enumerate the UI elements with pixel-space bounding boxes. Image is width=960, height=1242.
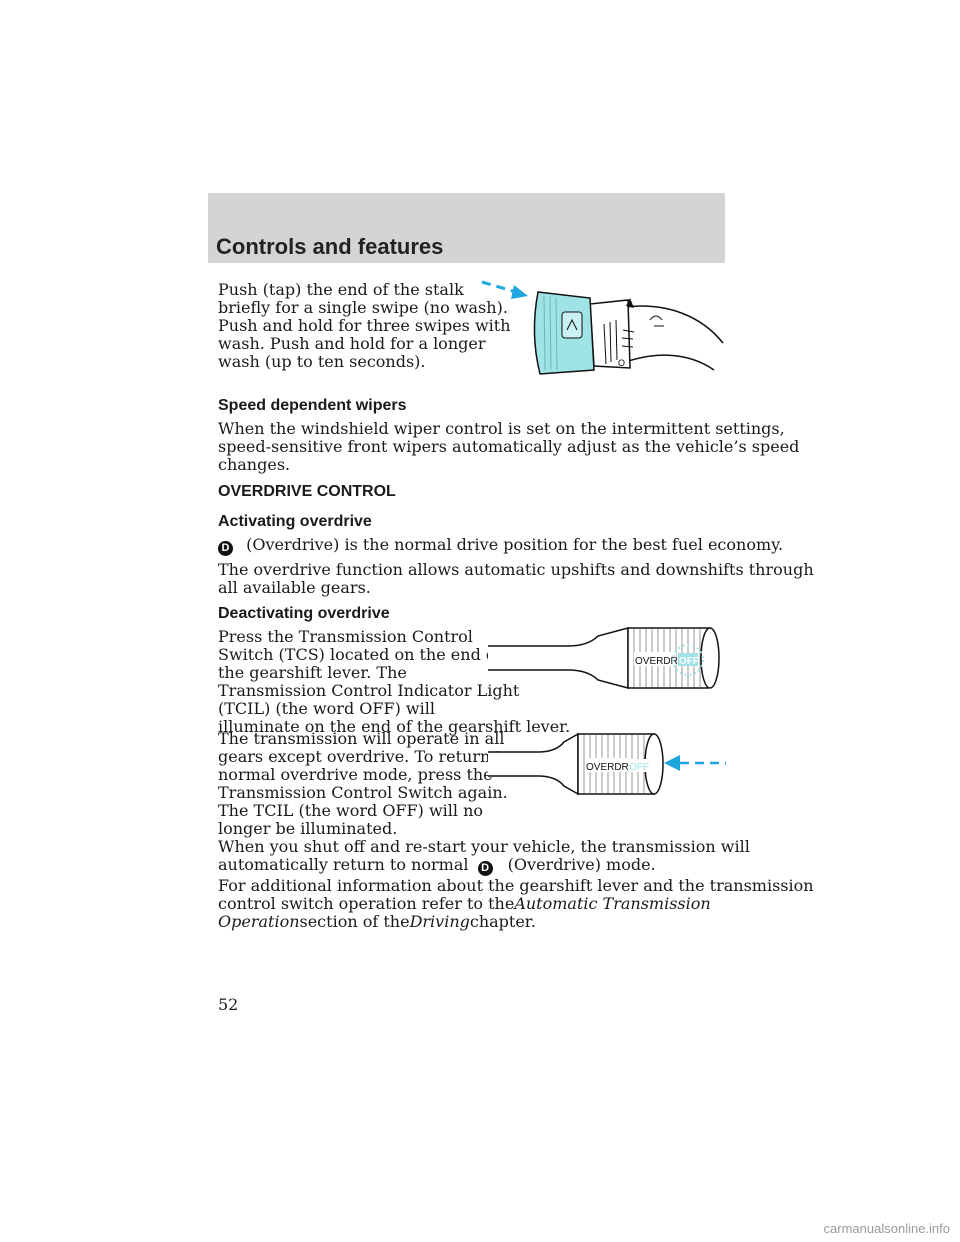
text-line: (Overdrive) is the normal drive position… [246, 535, 784, 554]
header-band [208, 193, 725, 263]
text-line: control switch operation refer to theAut… [218, 894, 711, 913]
text-line: changes. [218, 455, 291, 474]
text-line: Push and hold for three swipes with [218, 316, 511, 335]
footer-watermark: carmanualsonline.info [823, 1221, 950, 1236]
text-line: For additional information about the gea… [218, 876, 814, 895]
activating-overdrive-heading: Activating overdrive [218, 513, 372, 530]
reference-operation: Operation [218, 912, 300, 931]
overdrive-lever-label: OVERDRIVE [586, 762, 645, 773]
text-line: The transmission will operate in all [218, 729, 505, 748]
text-line: speed-sensitive front wipers automatical… [218, 437, 800, 456]
svg-text:O: O [618, 358, 625, 368]
page-number: 52 [218, 995, 239, 1014]
text-line: Transmission Control Switch again. [218, 783, 508, 802]
text-line: the gearshift lever. The [218, 663, 407, 682]
text-line: The overdrive function allows automatic … [218, 560, 814, 579]
text-line: automatically return to normal D (Overdr… [218, 855, 656, 876]
text-line: wash (up to ten seconds). [218, 352, 426, 371]
text-line: briefly for a single swipe (no wash). [218, 298, 508, 317]
off-indicator-lit: OFF [679, 656, 699, 667]
wiper-wash-paragraph: Push (tap) the end of the stalk briefly … [218, 281, 511, 371]
speed-wipers-heading: Speed dependent wipers [218, 397, 407, 414]
wiper-stalk-illustration: O [481, 280, 724, 375]
text-line: longer be illuminated. [218, 819, 398, 838]
text-line: Transmission Control Indicator Light [218, 681, 520, 700]
transmission-operate-paragraph: The transmission will operate in all gea… [218, 730, 511, 838]
speed-wipers-paragraph: When the windshield wiper control is set… [218, 420, 799, 474]
text-line: Push (tap) the end of the stalk [218, 280, 464, 299]
text-line: normal overdrive mode, press the [218, 765, 493, 784]
press-tcs-paragraph: Press the Transmission Control Switch (T… [218, 628, 570, 736]
text-line: wash. Push and hold for a longer [218, 334, 486, 353]
text-line: all available gears. [218, 578, 371, 597]
text-line: Press the Transmission Control [218, 627, 473, 646]
text-line: Operationsection of theDrivingchapter. [218, 912, 536, 931]
activating-overdrive-line: D (Overdrive) is the normal drive positi… [218, 536, 783, 556]
overdrive-control-heading: OVERDRIVE CONTROL [218, 483, 396, 500]
text-line: gears except overdrive. To return to [218, 747, 512, 766]
gearshift-lever-off-lit-illustration: OVERDRIVE OFF [488, 627, 720, 689]
overdrive-function-paragraph: The overdrive function allows automatic … [218, 561, 814, 597]
reference-driving: Driving [409, 912, 470, 931]
text-line: The TCIL (the word OFF) will no [218, 801, 484, 820]
overdrive-lever-label: OVERDRIVE [635, 656, 694, 667]
gearshift-lever-press-illustration: OVERDRIVE OFF [488, 732, 726, 796]
text-line: When the windshield wiper control is set… [218, 419, 785, 438]
overdrive-d-icon: D [477, 861, 493, 876]
text-line: Switch (TCS) located on the end of [218, 645, 502, 664]
deactivating-overdrive-heading: Deactivating overdrive [218, 605, 390, 622]
overdrive-d-icon: D [218, 541, 233, 556]
page-section-title: Controls and features [216, 234, 444, 259]
text-line: (TCIL) (the word OFF) will [218, 699, 435, 718]
additional-info-paragraph: For additional information about the gea… [218, 877, 814, 931]
text-line: illuminate on the end of the gearshift l… [218, 717, 571, 736]
reference-automatic-transmission: Automatic Transmission [514, 894, 711, 913]
text-line: When you shut off and re-start your vehi… [218, 837, 750, 856]
off-indicator-unlit: OFF [629, 762, 649, 773]
restart-paragraph: When you shut off and re-start your vehi… [218, 838, 750, 876]
